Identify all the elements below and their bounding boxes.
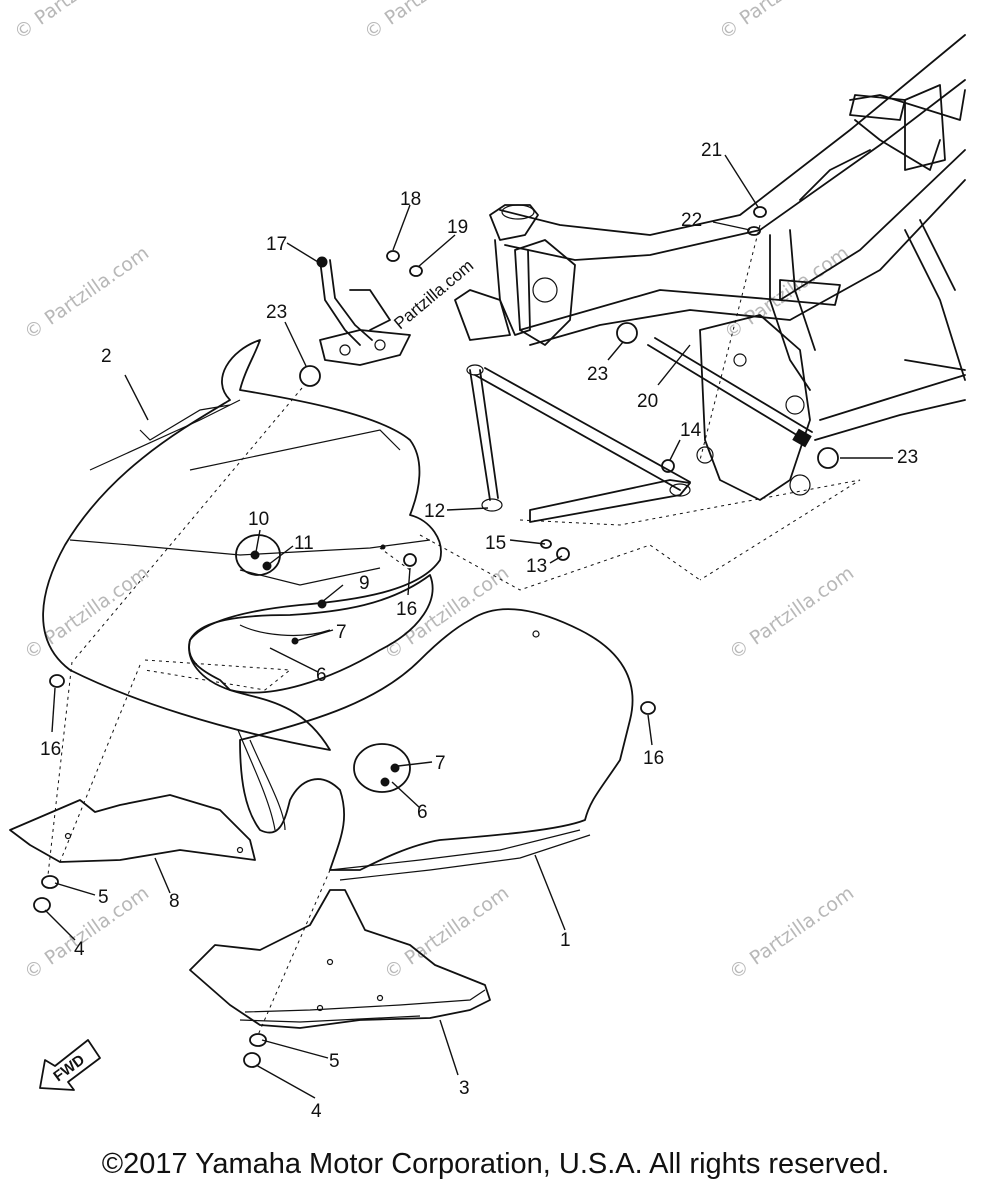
callout-23: 23: [266, 302, 287, 323]
callout-18: 18: [400, 189, 421, 210]
callout-5: 5: [98, 887, 109, 908]
callout-15: 15: [485, 533, 506, 554]
callout-17: 17: [266, 234, 287, 255]
callout-1: 1: [560, 930, 571, 951]
callout-11: 11: [294, 533, 314, 554]
callouts: 1 2 3 4 4 5 5 6 6 7 7 8 9 10 11 12 13 14…: [40, 140, 918, 1122]
callout-19: 19: [447, 217, 468, 238]
callout-4: 4: [311, 1101, 322, 1122]
mount-shaft: [647, 337, 813, 448]
motorcycle-frame: [454, 34, 966, 501]
watermark: © Partzilla.com: [10, 0, 143, 44]
watermark: © Partzilla.com: [725, 882, 858, 984]
callout-16: 16: [643, 748, 664, 769]
fwd-arrow-icon: FWD: [39, 1039, 101, 1091]
fairing-stay-upper: [316, 256, 411, 366]
callout-5: 5: [329, 1051, 340, 1072]
callout-9: 9: [359, 573, 370, 594]
callout-20: 20: [637, 391, 658, 412]
watermark: © Partzilla.com: [720, 242, 853, 344]
watermark: © Partzilla.com: [20, 242, 153, 344]
callout-6: 6: [316, 665, 327, 686]
watermark: © Partzilla.com: [360, 0, 493, 44]
watermark: © Partzilla.com: [725, 562, 858, 664]
lower-panel-left: [9, 794, 256, 863]
callout-21: 21: [701, 140, 722, 161]
watermark: © Partzilla.com: [715, 0, 848, 44]
callout-2: 2: [101, 346, 112, 367]
copyright-notice: ©2017 Yamaha Motor Corporation, U.S.A. A…: [101, 1148, 890, 1180]
callout-3: 3: [459, 1078, 470, 1099]
upper-fairing: [42, 339, 442, 831]
watermark: © Partzilla.com: [20, 562, 153, 664]
callout-14: 14: [680, 420, 702, 441]
callout-23: 23: [897, 447, 918, 468]
callout-13: 13: [526, 556, 547, 577]
callout-16: 16: [396, 599, 417, 620]
side-fairing: [239, 608, 634, 881]
callout-8: 8: [169, 891, 180, 912]
callout-16: 16: [40, 739, 61, 760]
callout-23: 23: [587, 364, 608, 385]
fasteners: [33, 206, 839, 1068]
leader-lines: [44, 154, 893, 1099]
callout-7: 7: [435, 753, 446, 774]
callout-7: 7: [336, 622, 347, 643]
callout-10: 10: [248, 509, 269, 530]
callout-22: 22: [681, 210, 702, 231]
under-cowl: [189, 889, 491, 1029]
callout-6: 6: [417, 802, 428, 823]
callout-12: 12: [424, 501, 445, 522]
callout-4: 4: [74, 939, 85, 960]
watermarks: © Partzilla.com © Partzilla.com © Partzi…: [10, 0, 858, 984]
fairing-stay: [419, 364, 861, 591]
